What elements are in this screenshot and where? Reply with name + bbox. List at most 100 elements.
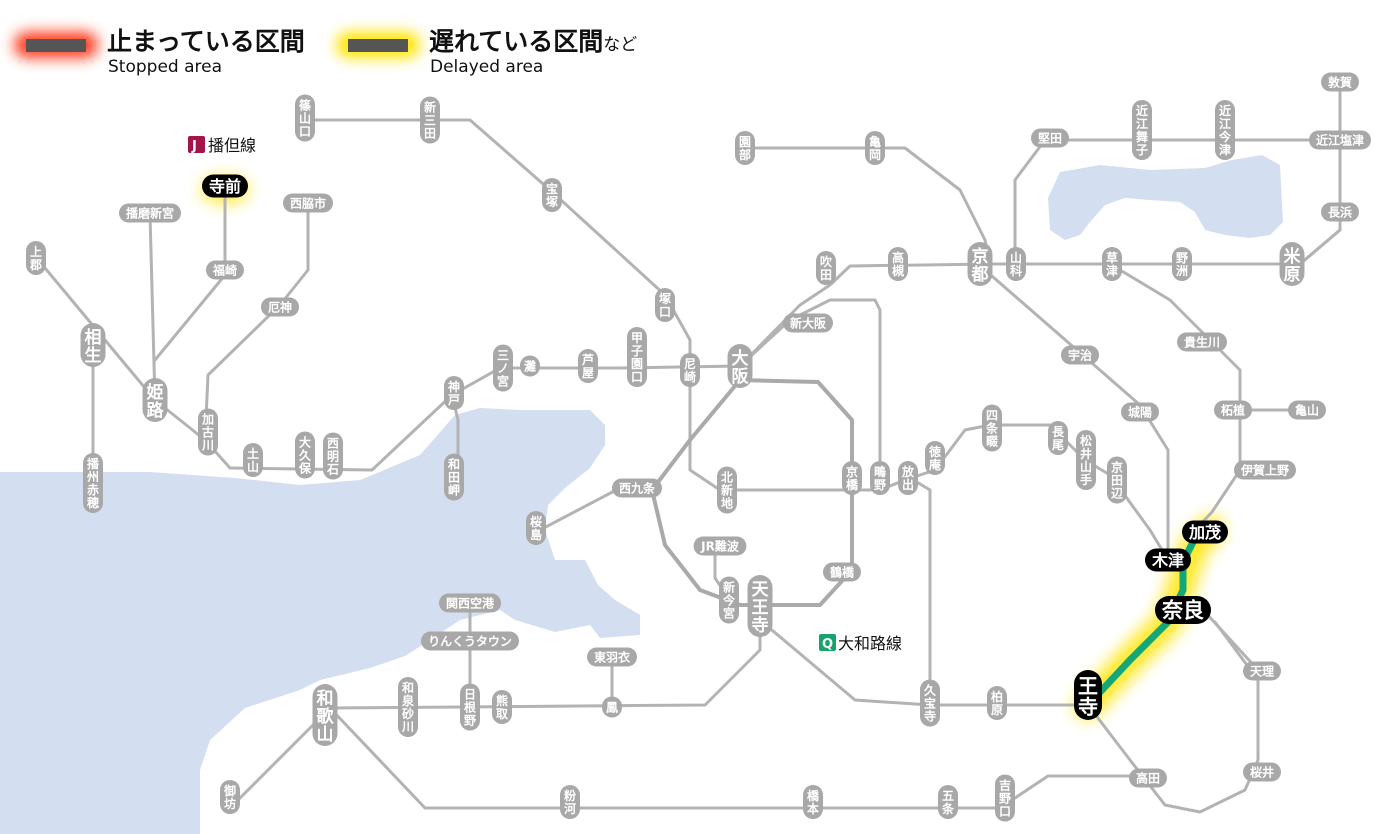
station-label: 京田辺 <box>1111 460 1123 501</box>
station-hanaten[interactable]: 放出 <box>898 461 918 495</box>
station-kansaiairport[interactable]: 関西空港 <box>439 593 501 613</box>
station-kyobashi[interactable]: 京橋 <box>842 461 862 495</box>
station-suita[interactable]: 吹田 <box>816 251 836 285</box>
station-kyoto[interactable]: 京都 <box>967 242 993 286</box>
station-tenri[interactable]: 天理 <box>1243 661 1281 681</box>
station-yasu[interactable]: 野洲 <box>1172 247 1192 281</box>
station-yakujin[interactable]: 厄神 <box>261 297 299 317</box>
station-teramae[interactable]: 寺前 <box>202 174 248 198</box>
station-himeji[interactable]: 姫路 <box>142 378 168 422</box>
station-kizu[interactable]: 木津 <box>1145 548 1191 572</box>
station-gojo[interactable]: 五条 <box>938 785 958 819</box>
station-label: 高田 <box>1136 770 1160 785</box>
station-omiimazu[interactable]: 近江今津 <box>1215 100 1235 160</box>
station-kitashinchi[interactable]: 北新地 <box>717 466 737 514</box>
station-nada[interactable]: 灘 <box>520 355 540 377</box>
station-tsuruhashi[interactable]: 鶴橋 <box>823 562 861 582</box>
station-koshienguchi[interactable]: 甲子園口 <box>627 327 647 387</box>
station-kameoka[interactable]: 亀岡 <box>865 131 885 165</box>
station-fukusaki[interactable]: 福崎 <box>206 260 244 280</box>
station-harimashingu[interactable]: 播磨新宮 <box>119 203 181 223</box>
station-kusatsu[interactable]: 草津 <box>1102 247 1122 281</box>
station-kyuhoji[interactable]: 久宝寺 <box>920 679 940 727</box>
station-shinosaka[interactable]: 新大阪 <box>783 313 833 333</box>
station-hineno[interactable]: 日根野 <box>460 683 480 731</box>
station-tokuan[interactable]: 徳庵 <box>925 441 945 475</box>
station-joyo[interactable]: 城陽 <box>1121 402 1159 422</box>
station-tsuchiyama[interactable]: 土山 <box>243 443 263 477</box>
station-katata[interactable]: 堅田 <box>1031 128 1069 148</box>
station-rinkutown[interactable]: りんくうタウン <box>421 631 519 651</box>
station-oji[interactable]: 王寺 <box>1074 670 1102 720</box>
station-nishiwakishi[interactable]: 西脇市 <box>283 193 333 213</box>
station-sakurai[interactable]: 桜井 <box>1243 762 1281 782</box>
station-kakogawa[interactable]: 加古川 <box>198 408 218 456</box>
station-yoshinoguchi[interactable]: 吉野口 <box>995 774 1015 822</box>
station-nishiakashi[interactable]: 西明石 <box>323 432 343 480</box>
station-gobo[interactable]: 御坊 <box>220 780 240 814</box>
station-label: 和田岬 <box>447 457 460 498</box>
station-aioi[interactable]: 相生 <box>80 323 106 367</box>
station-nagahama[interactable]: 長浜 <box>1321 202 1359 222</box>
station-higashihagoromo[interactable]: 東羽衣 <box>587 647 637 667</box>
station-label: 長尾 <box>1052 424 1065 452</box>
station-otori[interactable]: 鳳 <box>602 696 622 718</box>
station-label: 福崎 <box>212 262 237 277</box>
station-tsuruga[interactable]: 敦賀 <box>1321 72 1359 92</box>
station-tsukaguchi[interactable]: 塚口 <box>655 288 675 322</box>
station-osaka[interactable]: 大阪 <box>727 344 753 388</box>
station-amagasaki[interactable]: 尼崎 <box>680 353 700 387</box>
station-matsuiyamate[interactable]: 松井山手 <box>1076 430 1096 490</box>
station-nagao[interactable]: 長尾 <box>1048 421 1068 455</box>
station-kamigori[interactable]: 上郡 <box>26 241 46 275</box>
station-banshuako[interactable]: 播州赤穂 <box>83 453 103 513</box>
station-label: 京橋 <box>846 464 859 492</box>
station-omimaiko[interactable]: 近江舞子 <box>1132 100 1152 160</box>
station-label: 京都 <box>971 246 989 285</box>
station-sonobe[interactable]: 園部 <box>735 131 755 165</box>
station-shinimamiya[interactable]: 新今宮 <box>719 576 739 624</box>
station-label: 山科 <box>1010 250 1022 278</box>
station-yamashina[interactable]: 山科 <box>1006 247 1026 281</box>
station-omishiotsu[interactable]: 近江塩津 <box>1309 130 1371 150</box>
station-label: 橋本 <box>807 788 820 816</box>
station-shinsanda[interactable]: 新三田 <box>420 96 440 144</box>
station-shijonawate[interactable]: 四条畷 <box>982 404 1002 452</box>
station-label: 日根野 <box>464 688 476 728</box>
station-ashiya[interactable]: 芦屋 <box>578 349 598 383</box>
station-label: 長浜 <box>1328 204 1352 219</box>
station-sasayamaguchi[interactable]: 篠山口 <box>295 94 315 142</box>
station-kameyama[interactable]: 亀山 <box>1288 400 1326 420</box>
station-takada[interactable]: 高田 <box>1129 768 1167 788</box>
station-nara[interactable]: 奈良 <box>1155 596 1211 624</box>
station-kamo[interactable]: 加茂 <box>1182 520 1228 544</box>
station-label: 近江塩津 <box>1316 132 1364 147</box>
station-igaueno[interactable]: 伊賀上野 <box>1234 460 1296 480</box>
station-maibara[interactable]: 米原 <box>1279 242 1305 286</box>
station-tennoji[interactable]: 天王寺 <box>747 575 773 637</box>
station-tsuge[interactable]: 柘植 <box>1214 400 1252 420</box>
station-uji[interactable]: 宇治 <box>1061 345 1099 365</box>
station-izumisunagawa[interactable]: 和泉砂川 <box>398 677 418 737</box>
station-label: 天理 <box>1250 664 1274 678</box>
station-label: 神戸 <box>448 379 460 407</box>
station-sannomiya[interactable]: 三ノ宮 <box>493 344 513 392</box>
station-nishikujo[interactable]: 西九条 <box>612 478 662 498</box>
station-kokawa[interactable]: 粉河 <box>560 785 580 819</box>
station-sakurajima[interactable]: 桜島 <box>526 511 546 545</box>
station-kashiwara[interactable]: 柏原 <box>987 686 1007 720</box>
station-kobe[interactable]: 神戸 <box>444 376 464 410</box>
station-jrnamba[interactable]: JR難波 <box>693 536 747 556</box>
station-kibukawa[interactable]: 貴生川 <box>1177 332 1227 352</box>
station-kumatori[interactable]: 熊取 <box>492 690 512 724</box>
station-wakayama[interactable]: 和歌山 <box>312 684 338 746</box>
station-takatsuki[interactable]: 高槻 <box>888 247 908 281</box>
station-shigino[interactable]: 鴫野 <box>870 461 890 495</box>
station-wadamisaki[interactable]: 和田岬 <box>444 453 464 501</box>
station-label: 柘植 <box>1220 402 1245 417</box>
station-hashimoto[interactable]: 橋本 <box>803 785 823 819</box>
station-label: 奈良 <box>1161 599 1204 623</box>
station-kyotanabe[interactable]: 京田辺 <box>1107 456 1127 504</box>
station-okubo[interactable]: 大久保 <box>295 431 315 479</box>
station-takarazuka[interactable]: 宝塚 <box>542 178 562 212</box>
